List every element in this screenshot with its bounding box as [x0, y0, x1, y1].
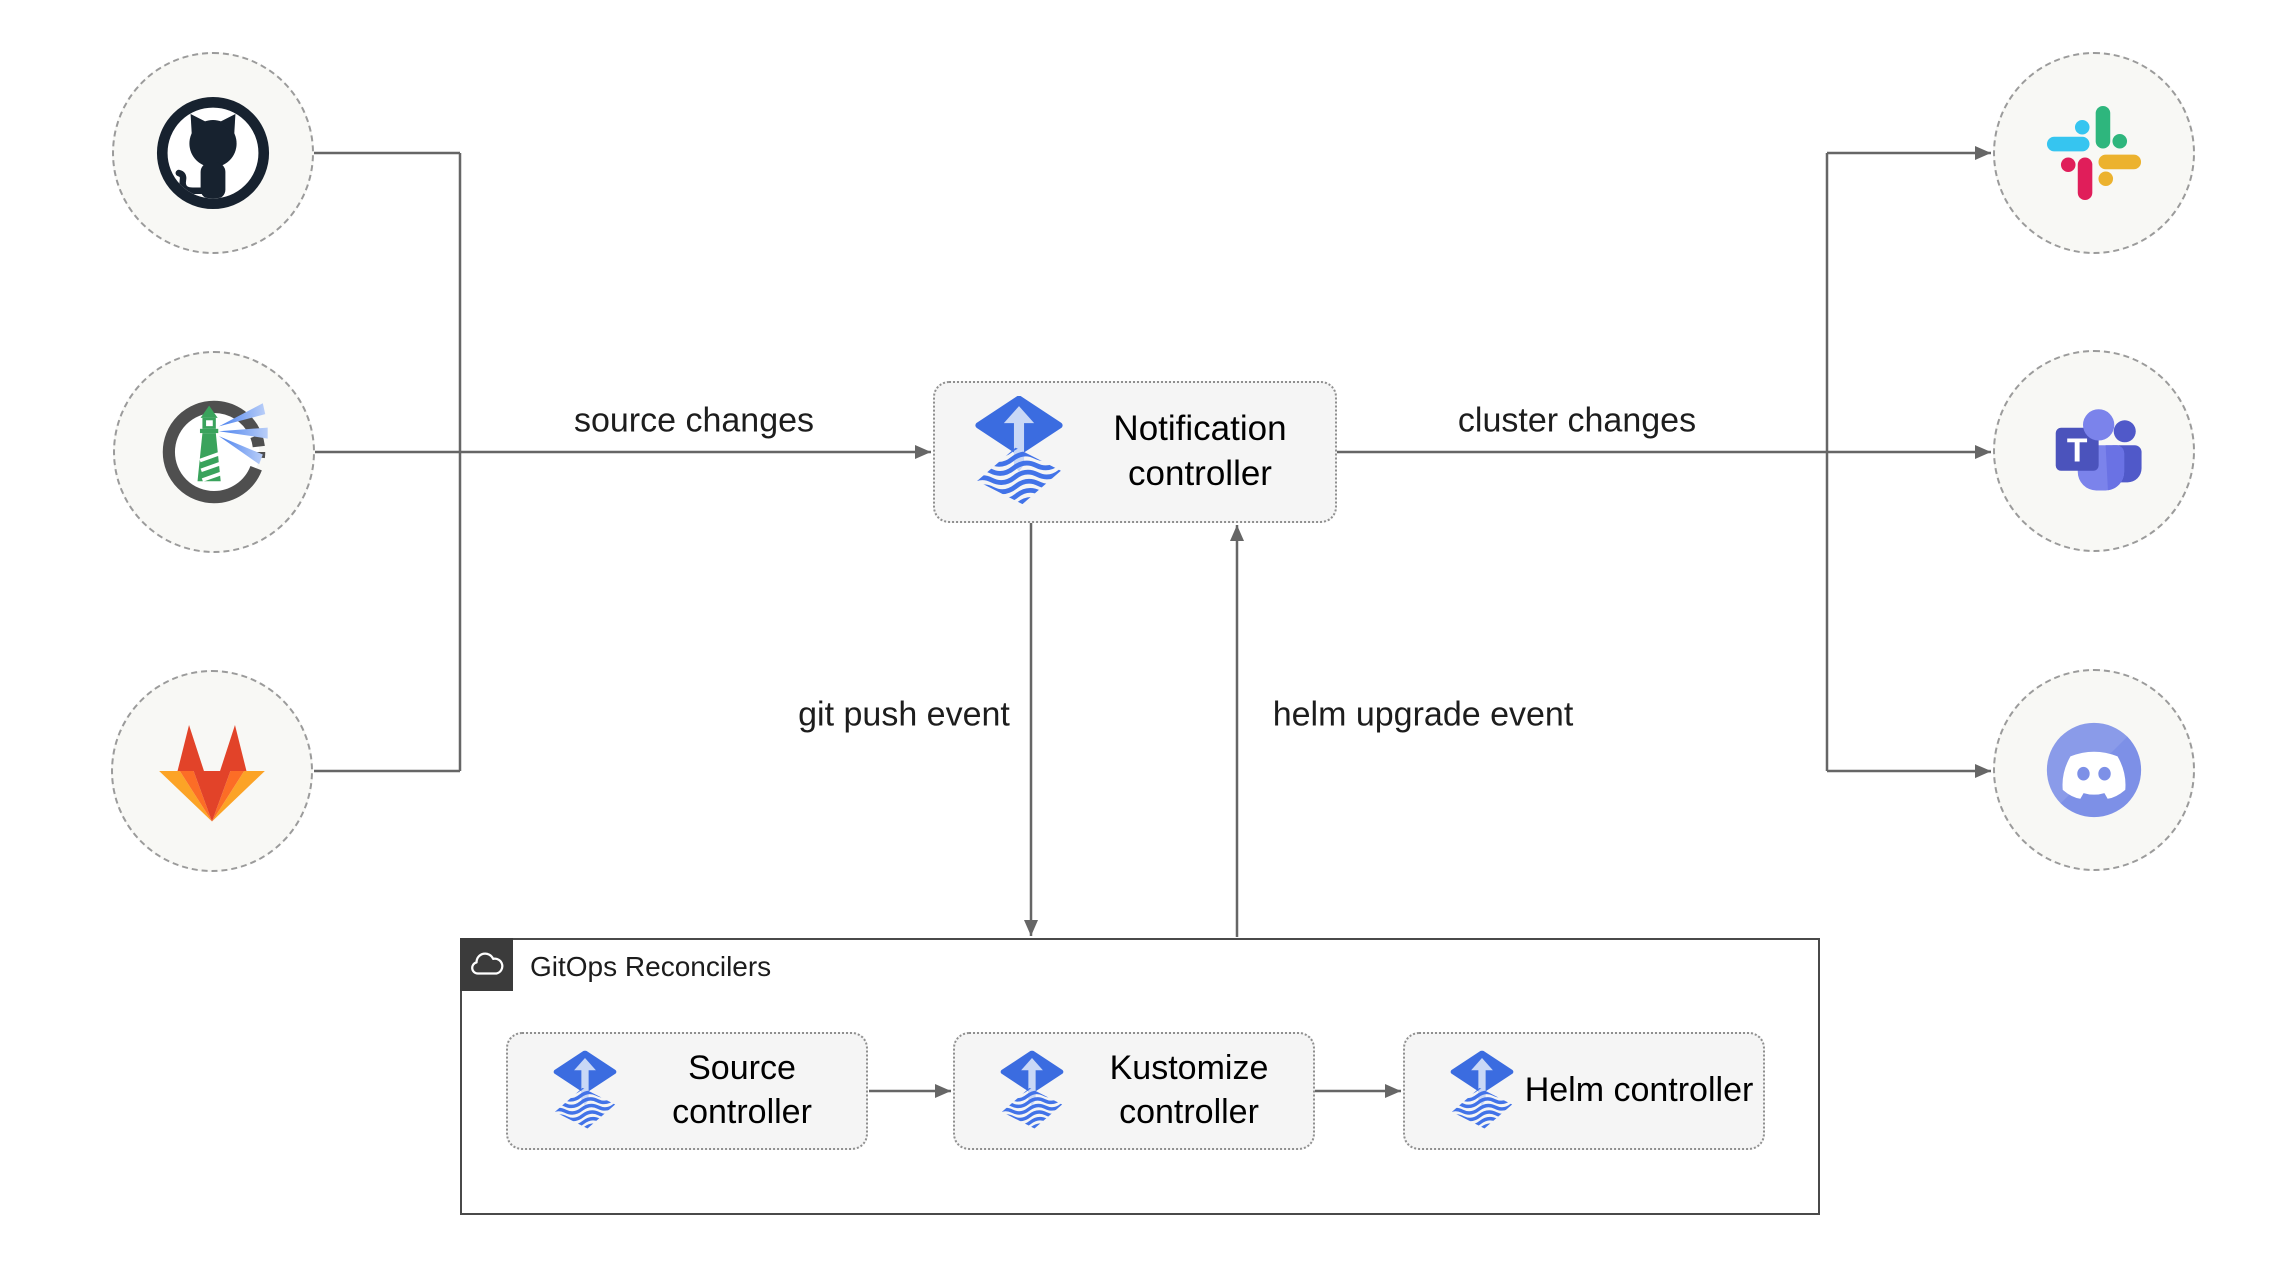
kustomize-controller-label: Kustomize controller: [1109, 1049, 1269, 1131]
gitops-reconcilers-group: GitOps Reconcilers Source controller Kus…: [459, 937, 1820, 1215]
flux-icon: [1449, 1050, 1515, 1132]
flux-icon: [999, 1050, 1065, 1132]
flux-icon: [973, 396, 1065, 508]
gitlab-icon: [159, 725, 265, 822]
target-node-slack: [1993, 52, 2195, 254]
helm-controller-label: Helm controller: [1524, 1071, 1754, 1110]
target-node-ms-teams: T: [1993, 350, 2195, 552]
source-node-gitlab: [111, 670, 313, 872]
slack-icon: [2046, 105, 2142, 201]
source-node-harbor: [113, 351, 315, 553]
github-icon: [156, 96, 270, 210]
ms-teams-icon: T: [2055, 409, 2142, 491]
edge-label-cluster-changes: cluster changes: [1457, 401, 1697, 440]
group-title: GitOps Reconcilers: [530, 951, 772, 982]
flux-icon: [552, 1050, 618, 1132]
source-controller-node: Source controller: [506, 1032, 868, 1150]
harbor-icon: [162, 400, 268, 504]
notification-controller-node: Notification controller: [933, 381, 1337, 523]
source-node-github: [112, 52, 314, 254]
discord-icon: [2046, 722, 2142, 818]
svg-text:T: T: [2067, 432, 2088, 469]
kustomize-controller-node: Kustomize controller: [953, 1032, 1315, 1150]
target-node-discord: [1993, 669, 2195, 871]
edge-label-helm-upgrade-event: helm upgrade event: [1272, 695, 1574, 734]
group-badge: [459, 937, 513, 991]
edge-label-source-changes: source changes: [573, 401, 815, 440]
cloud-icon: [471, 951, 504, 975]
source-controller-label: Source controller: [672, 1049, 812, 1131]
helm-controller-node: Helm controller: [1403, 1032, 1765, 1150]
edge-label-git-push-event: git push event: [798, 695, 1010, 734]
notification-controller-label: Notification controller: [1113, 409, 1287, 493]
